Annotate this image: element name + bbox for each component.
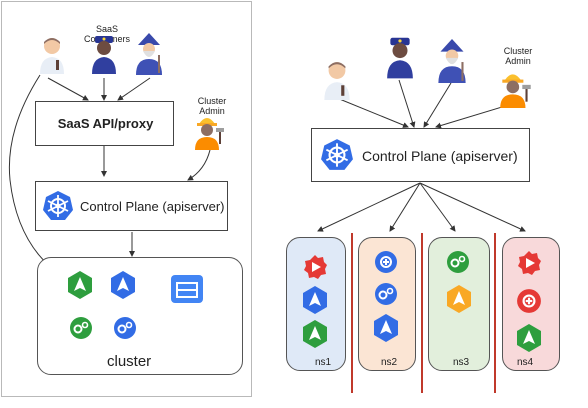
cluster-label: cluster <box>107 353 152 370</box>
gear-icon <box>113 316 137 345</box>
namespace-label: ns1 <box>315 357 332 368</box>
wizard-icon <box>134 33 164 80</box>
globe-icon <box>516 288 542 319</box>
app-icon <box>302 286 328 319</box>
control-plane-box-left: Control Plane (apiserver) <box>35 181 228 231</box>
wizard-icon <box>436 39 468 88</box>
person-icon <box>38 36 66 79</box>
app-icon <box>67 271 93 304</box>
globe-icon <box>374 250 398 279</box>
gear-icon <box>374 282 398 311</box>
app-icon <box>446 285 472 318</box>
storage-icon <box>170 274 204 309</box>
construction-worker-icon <box>193 112 227 155</box>
gear-icon <box>302 254 328 285</box>
control-plane-label-right: Control Plane (apiserver) <box>362 148 518 164</box>
app-icon <box>110 271 136 304</box>
app-icon <box>516 324 542 357</box>
kubernetes-icon <box>320 138 354 177</box>
police-officer-icon <box>385 35 415 84</box>
app-icon <box>373 314 399 347</box>
gear-icon <box>516 250 542 281</box>
namespace-separator <box>351 233 353 393</box>
namespace-separator <box>421 233 423 393</box>
kubernetes-icon <box>42 190 74 227</box>
app-icon <box>302 320 328 353</box>
namespace-label: ns2 <box>381 357 398 368</box>
namespace-label: ns3 <box>453 357 470 368</box>
saas-api-proxy-box: SaaS API/proxy <box>35 101 174 146</box>
construction-worker-icon <box>498 68 534 113</box>
gear-icon <box>69 316 93 345</box>
person-icon <box>322 60 352 105</box>
saas-api-proxy-label: SaaS API/proxy <box>57 116 154 131</box>
namespace-label: ns4 <box>517 357 534 368</box>
namespace-separator <box>494 233 496 393</box>
control-plane-label-left: Control Plane (apiserver) <box>80 199 225 214</box>
gear-icon <box>446 250 470 279</box>
control-plane-box-right: Control Plane (apiserver) <box>311 128 530 182</box>
police-officer-icon <box>90 34 118 79</box>
